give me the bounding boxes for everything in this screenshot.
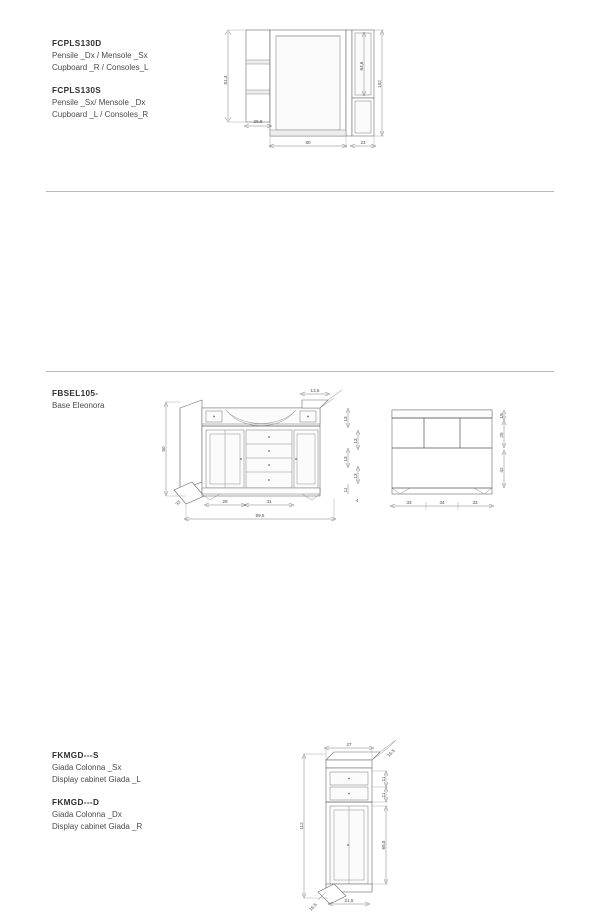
dimension-right-4: 13 — [353, 473, 358, 479]
product-code: FKMGD---D — [52, 798, 100, 807]
product-name-english: Display cabinet Giada _L — [52, 774, 141, 784]
dimension-right-5: 11 — [343, 487, 348, 492]
dimension-rear-width-1: 33 — [406, 500, 412, 505]
product-section-1: FCPLS130D Pensile _Dx / Mensole _Sx Cupb… — [0, 0, 600, 180]
dimension-base-angle: 16,5 — [308, 902, 318, 912]
dimension-base-width: 21,5 — [345, 898, 354, 903]
product-name-english: Display cabinet Giada _R — [52, 821, 143, 831]
product-text-column-1: FCPLS130D Pensile _Dx / Mensole _Sx Cupb… — [52, 38, 227, 132]
product-block: FCPLS130D Pensile _Dx / Mensole _Sx Cupb… — [52, 38, 227, 73]
dimension-width-main: 80 — [305, 140, 311, 145]
product-section-3: FKMGD---S Giada Colonna _Sx Display cabi… — [0, 360, 600, 912]
dimension-side-angle: 33 — [174, 499, 181, 506]
product-name-english: Cupboard _L / Consoles_R — [52, 109, 149, 119]
product-block: FBSEL105- Base Eleonora — [52, 388, 227, 412]
dimension-height-side-total: 102 — [377, 80, 382, 88]
dimension-rear-mid: 25 — [499, 432, 504, 438]
product-block: FCPLS130S Pensile _Sx/ Mensole _Dx Cupbo… — [52, 85, 227, 120]
dimension-top-width: 27 — [346, 742, 352, 747]
dimension-total-height: 112 — [299, 822, 304, 830]
product-section-2: FBSEL105- Base Eleonora — [0, 180, 600, 522]
technical-drawing-giada-column: 27 16,5 112 11 — [288, 738, 438, 913]
product-name-italian: Base Eleonora — [52, 401, 105, 410]
product-name-italian: Giada Colonna _Dx — [52, 810, 122, 819]
technical-drawing-eleonora-base: 80 13,6 33 29 31 — [152, 386, 512, 531]
product-text-column-2: FBSEL105- Base Eleonora — [52, 388, 227, 424]
product-code: FCPLS130D — [52, 39, 102, 48]
dimension-drawer-2: 11 — [381, 792, 386, 797]
dimension-height-side-inner: 64,6 — [359, 61, 364, 70]
product-code: FBSEL105- — [52, 389, 99, 398]
product-text-column-3: FKMGD---S Giada Colonna _Sx Display cabi… — [52, 750, 227, 844]
dimension-drawer-width: 31 — [266, 499, 272, 504]
product-block: FKMGD---S Giada Colonna _Sx Display cabi… — [52, 750, 227, 785]
dimension-rear-width-3: 33 — [472, 500, 478, 505]
dimension-width-side: 23 — [360, 140, 366, 145]
product-name-italian: Pensile _Sx/ Mensole _Dx — [52, 98, 146, 107]
product-block: FKMGD---D Giada Colonna _Dx Display cabi… — [52, 797, 227, 832]
product-name-italian: Giada Colonna _Sx — [52, 763, 122, 772]
dimension-top-detail: 13,6 — [311, 388, 320, 393]
dimension-right-1: 13 — [343, 416, 348, 422]
dimension-front-height: 80 — [161, 446, 166, 452]
dimension-top-angle: 16,5 — [386, 748, 396, 758]
dimension-rear-width-2: 34 — [439, 500, 445, 505]
product-name-italian: Pensile _Dx / Mensole _Sx — [52, 51, 148, 60]
technical-drawing-wall-cupboard: 81,4 25,8 80 23 — [214, 22, 394, 157]
section-divider — [46, 371, 554, 372]
dimension-right-3: 13 — [343, 456, 348, 462]
dimension-door-left-width: 29 — [222, 499, 228, 504]
dimension-door-height: 68,5 — [381, 840, 386, 849]
dimension-rear-bottom: 42 — [499, 467, 504, 473]
dimension-height-left: 81,4 — [223, 75, 228, 84]
dimension-drawer-1: 11 — [381, 776, 386, 781]
dimension-right-6: 4 — [356, 498, 359, 503]
dimension-rear-top: 19 — [499, 413, 504, 419]
product-name-english: Cupboard _R / Consoles_L — [52, 62, 149, 72]
product-code: FKMGD---S — [52, 751, 99, 760]
product-code: FCPLS130S — [52, 86, 102, 95]
dimension-total-width: 99,5 — [256, 513, 265, 518]
dimension-right-2: 13 — [353, 438, 358, 444]
section-divider — [46, 191, 554, 192]
dimension-shelf-depth: 25,8 — [254, 119, 263, 124]
